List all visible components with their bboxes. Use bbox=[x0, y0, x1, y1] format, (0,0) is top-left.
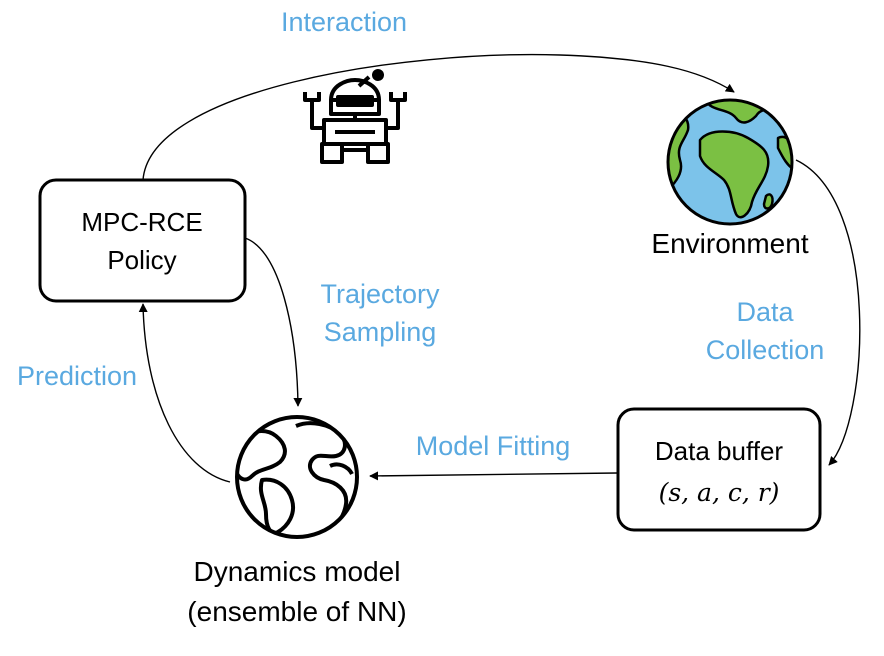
data-collection-label-line2: Collection bbox=[706, 335, 825, 365]
data-collection-arrow bbox=[795, 159, 861, 466]
model-fitting-arrow bbox=[369, 471, 618, 481]
prediction-label: Prediction bbox=[17, 361, 137, 391]
prediction-arrow bbox=[138, 303, 231, 483]
trajectory-sampling-label-line2: Sampling bbox=[324, 317, 437, 347]
data-buffer-label-line1: Data buffer bbox=[655, 436, 784, 466]
policy-node: MPC-RCE Policy bbox=[38, 178, 247, 303]
data-buffer-node: Data buffer (s, a, c, r) bbox=[616, 407, 822, 532]
earth-globe-icon bbox=[666, 98, 794, 226]
robot-icon bbox=[303, 69, 407, 164]
globe-outline-icon bbox=[235, 415, 359, 539]
data-collection-label-line1: Data bbox=[736, 297, 794, 327]
trajectory-sampling-arrow bbox=[244, 237, 303, 407]
policy-label-line2: Policy bbox=[107, 245, 176, 275]
interaction-label: Interaction bbox=[281, 7, 407, 37]
interaction-arrow bbox=[142, 53, 735, 181]
model-fitting-label: Model Fitting bbox=[416, 431, 571, 461]
dynamics-model-label-line1: Dynamics model bbox=[194, 556, 401, 587]
data-buffer-label-line2: (s, a, c, r) bbox=[659, 478, 780, 507]
environment-label: Environment bbox=[651, 228, 808, 259]
policy-label-line1: MPC-RCE bbox=[81, 207, 202, 237]
trajectory-sampling-label-line1: Trajectory bbox=[320, 279, 440, 309]
dynamics-model-label-line2: (ensemble of NN) bbox=[187, 596, 406, 627]
